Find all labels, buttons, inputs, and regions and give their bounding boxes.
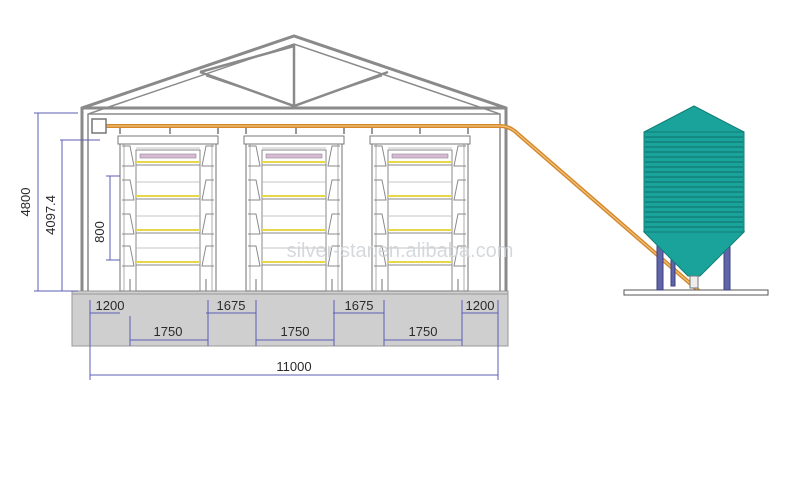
dim-side-left: 1200 — [96, 298, 125, 313]
cage-block-1 — [117, 135, 219, 292]
silo-base — [623, 289, 769, 296]
cage-tier — [122, 213, 214, 235]
dim-aisle-right: 1675 — [345, 298, 374, 313]
dim-side-right: 1200 — [466, 298, 495, 313]
feed-drops — [119, 128, 469, 134]
cage-block-2 — [243, 135, 345, 292]
cage-tier — [248, 213, 340, 235]
cage-tier — [248, 179, 340, 201]
cage-tier — [248, 145, 340, 167]
cage-blocks — [117, 135, 471, 292]
dim-cage-width-3: 1750 — [409, 324, 438, 339]
dim-tier-height: 800 — [92, 221, 107, 243]
cage-tier — [374, 213, 466, 235]
feed-silo — [623, 105, 769, 296]
feed-hopper — [91, 118, 107, 134]
cage-block-3 — [369, 135, 471, 292]
silo-outlet — [689, 275, 699, 289]
cage-tier — [248, 245, 340, 267]
dim-aisle-left: 1675 — [217, 298, 246, 313]
cage-tier — [122, 179, 214, 201]
dim-cage-top-height: 4097.4 — [43, 195, 58, 235]
vertical-dimensions — [34, 112, 120, 292]
watermark: silver-star.en.alibaba.com — [287, 240, 514, 262]
horizontal-dimensions — [89, 300, 499, 380]
cage-tier — [122, 245, 214, 267]
feed-pipe — [98, 124, 702, 294]
silo-roof — [643, 105, 745, 133]
silo-hopper — [642, 231, 746, 277]
cage-tier — [374, 245, 466, 267]
dim-cage-width-1: 1750 — [154, 324, 183, 339]
cage-tier — [374, 179, 466, 201]
silo-ribs — [645, 136, 743, 228]
cage-tier — [122, 145, 214, 167]
dim-total-height: 4800 — [18, 188, 33, 217]
dim-total-width: 11000 — [276, 359, 311, 374]
roof-truss — [199, 44, 389, 108]
floor-slab — [71, 290, 509, 347]
dim-cage-width-2: 1750 — [281, 324, 310, 339]
cage-tier — [374, 145, 466, 167]
